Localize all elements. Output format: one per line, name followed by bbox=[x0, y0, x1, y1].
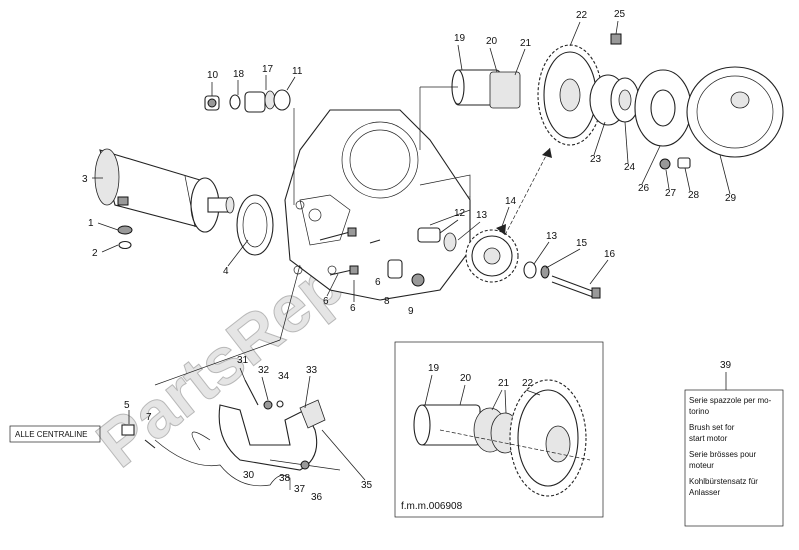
callout-1: 1 bbox=[88, 218, 94, 229]
callout-labels: 1 2 3 4 5 6 6 6 7 8 9 10 11 12 13 13 14 … bbox=[82, 9, 737, 503]
callout-36: 36 bbox=[311, 492, 323, 503]
callout-34: 34 bbox=[278, 371, 290, 382]
callout-14: 14 bbox=[505, 196, 517, 207]
kit-line-7: Kohlbürstensatz für bbox=[689, 477, 758, 486]
callout-10: 10 bbox=[207, 70, 219, 81]
callout-31: 31 bbox=[237, 355, 249, 366]
callout-20: 20 bbox=[486, 36, 498, 47]
kit-number: 39 bbox=[720, 360, 732, 371]
idler-gear bbox=[465, 229, 519, 283]
kit-line-2: torino bbox=[689, 407, 710, 416]
callout-8: 8 bbox=[384, 296, 390, 307]
inset-callouts: 19 20 21 22 f.m.m.006908 bbox=[401, 363, 541, 512]
case-bolts bbox=[319, 227, 381, 276]
callout-16: 16 bbox=[604, 249, 616, 260]
callout-2: 2 bbox=[92, 248, 98, 259]
callout-17: 17 bbox=[262, 64, 274, 75]
callout-22: 22 bbox=[576, 10, 588, 21]
callout-6c: 6 bbox=[375, 277, 381, 288]
kit-line-4: start motor bbox=[689, 434, 728, 443]
callout-13a: 13 bbox=[476, 210, 488, 221]
idler-small-parts bbox=[204, 89, 295, 205]
callout-30: 30 bbox=[243, 470, 255, 481]
pickup-wiring bbox=[121, 264, 341, 490]
kit-line-6: moteur bbox=[689, 461, 714, 470]
callout-11: 11 bbox=[292, 66, 303, 77]
inset-callout-20: 20 bbox=[460, 373, 472, 384]
starter-clutch-assembly bbox=[419, 33, 784, 170]
gasket bbox=[236, 194, 274, 256]
callout-18: 18 bbox=[233, 69, 245, 80]
callout-37: 37 bbox=[294, 484, 306, 495]
starter-ring-gear bbox=[537, 44, 603, 146]
callout-19: 19 bbox=[454, 33, 466, 44]
callout-5: 5 bbox=[124, 400, 130, 411]
callout-35: 35 bbox=[361, 480, 373, 491]
callout-6b: 6 bbox=[350, 303, 356, 314]
kit-line-3: Brush set for bbox=[689, 423, 735, 432]
callout-21: 21 bbox=[520, 38, 532, 49]
callout-13b: 13 bbox=[546, 231, 558, 242]
callout-4: 4 bbox=[223, 266, 229, 277]
inset-reference: f.m.m.006908 bbox=[401, 501, 463, 512]
kit-line-5: Serie brösses pour bbox=[689, 450, 756, 459]
gear-bolt bbox=[523, 261, 601, 299]
callout-38: 38 bbox=[279, 473, 291, 484]
callout-12: 12 bbox=[454, 208, 466, 219]
callout-15: 15 bbox=[576, 238, 588, 249]
callout-33: 33 bbox=[306, 365, 318, 376]
flywheel bbox=[686, 66, 784, 158]
callout-7: 7 bbox=[146, 412, 152, 423]
engine-crankcase bbox=[284, 109, 471, 301]
alle-centraline-text: ALLE CENTRALINE bbox=[15, 430, 87, 439]
idler-gear-assembly bbox=[387, 227, 519, 287]
alle-centraline-label: ALLE CENTRALINE bbox=[9, 425, 101, 443]
callout-6a: 6 bbox=[323, 296, 329, 307]
kit-box: 39 Serie spazzole per mo- torino Brush s… bbox=[684, 360, 784, 527]
callout-3: 3 bbox=[82, 174, 88, 185]
inset-callout-21: 21 bbox=[498, 378, 510, 389]
callout-32: 32 bbox=[258, 365, 270, 376]
inset-callout-22: 22 bbox=[522, 378, 534, 389]
callout-25: 25 bbox=[614, 9, 626, 20]
leader-lines bbox=[92, 20, 731, 481]
callout-9: 9 bbox=[408, 306, 414, 317]
kit-line-1: Serie spazzole per mo- bbox=[689, 396, 772, 405]
callout-26: 26 bbox=[638, 183, 650, 194]
inset-callout-19: 19 bbox=[428, 363, 440, 374]
nut-washer bbox=[117, 225, 133, 250]
callout-27: 27 bbox=[665, 188, 677, 199]
callout-23: 23 bbox=[590, 154, 602, 165]
callout-28: 28 bbox=[688, 190, 700, 201]
inset-panel bbox=[394, 341, 604, 518]
assembly-leader-line bbox=[496, 147, 552, 236]
callout-29: 29 bbox=[725, 193, 737, 204]
starter-motor bbox=[94, 148, 235, 233]
callout-24: 24 bbox=[624, 162, 636, 173]
kit-line-8: Anlasser bbox=[689, 488, 720, 497]
